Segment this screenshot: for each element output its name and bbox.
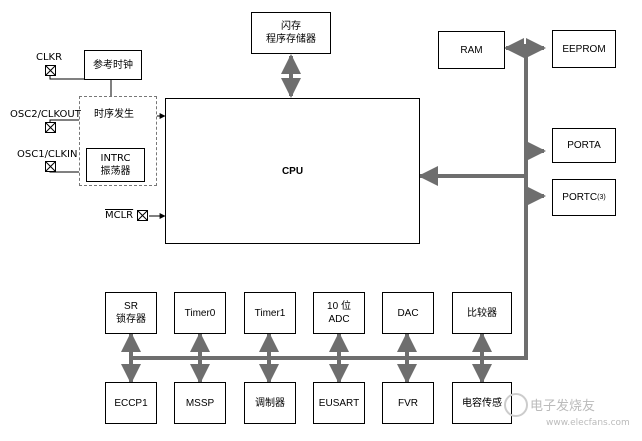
portc-label: PORTC	[562, 192, 598, 203]
cpu-label: CPU	[281, 165, 304, 177]
osc1-pin-label: OSC1/CLKIN	[17, 149, 78, 160]
clkr-pin-label: CLKR	[36, 52, 63, 63]
porta-block: PORTA	[552, 128, 616, 163]
peripheral-bottom-5: 电容传感	[452, 382, 512, 424]
watermark-text: 电子发烧友	[530, 399, 596, 414]
flash-program-memory-block: 闪存 程序存储器	[251, 12, 331, 54]
peripheral-top-4: DAC	[382, 292, 434, 334]
peripheral-top-5: 比较器	[452, 292, 512, 334]
portc-footnote: (3)	[597, 194, 606, 201]
timing-generator-label: 时序发生	[94, 109, 134, 120]
peripheral-bottom-2: 调制器	[244, 382, 296, 424]
cpu-block: CPU	[165, 98, 420, 244]
peripheral-top-3: 10 位 ADC	[313, 292, 365, 334]
portc-block: PORTC(3)	[552, 179, 616, 216]
ram-block: RAM	[438, 31, 505, 69]
clkr-pin-icon	[45, 65, 56, 76]
mclr-pin-icon	[137, 210, 148, 221]
osc2-pin-label: OSC2/CLKOUT	[10, 109, 81, 120]
peripheral-top-0: SR 锁存器	[105, 292, 157, 334]
peripheral-bottom-3: EUSART	[313, 382, 365, 424]
peripheral-top-2: Timer1	[244, 292, 296, 334]
timing-generator-group	[79, 96, 157, 186]
eeprom-block: EEPROM	[552, 30, 616, 68]
intrc-oscillator-block: INTRC 振荡器	[86, 148, 145, 182]
osc1-pin-icon	[45, 161, 56, 172]
peripheral-bottom-1: MSSP	[174, 382, 226, 424]
peripheral-top-1: Timer0	[174, 292, 226, 334]
osc2-pin-icon	[45, 122, 56, 133]
peripheral-bottom-4: FVR	[382, 382, 434, 424]
peripheral-bottom-0: ECCP1	[105, 382, 157, 424]
watermark-url: www.elecfans.com	[546, 418, 630, 428]
reference-clock-block: 参考时钟	[84, 50, 142, 80]
watermark-logo-icon	[504, 393, 528, 417]
mclr-pin-label: MCLR	[105, 210, 134, 221]
